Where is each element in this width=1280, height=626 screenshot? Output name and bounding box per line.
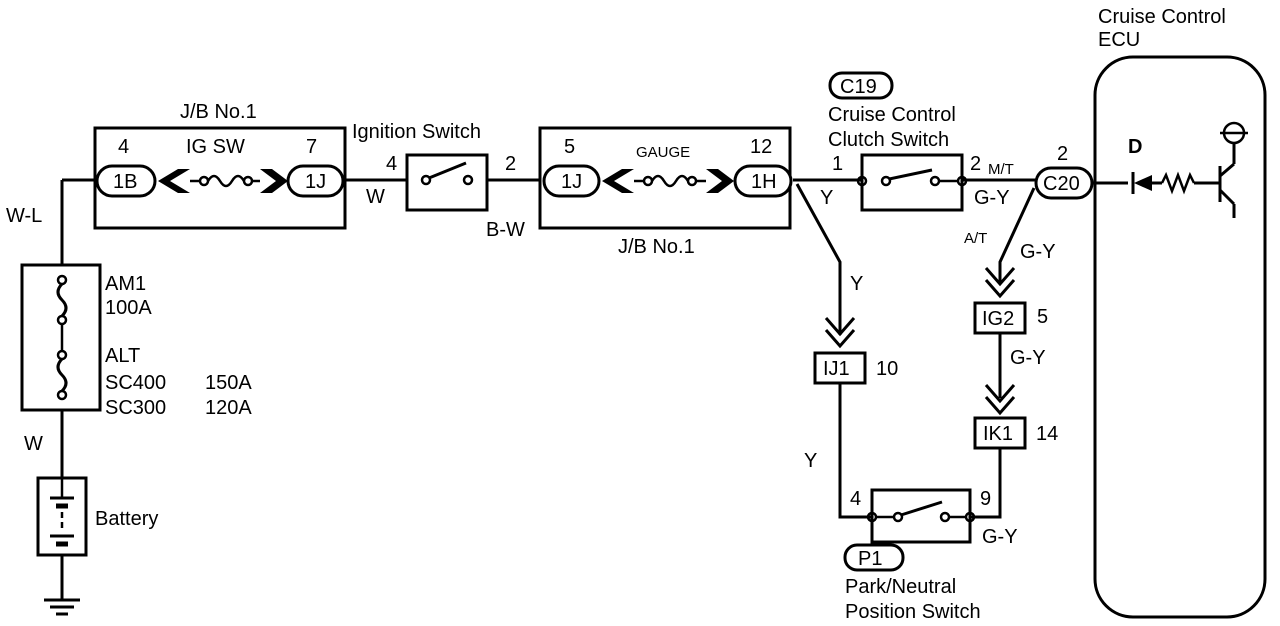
wire-y-3: Y [804, 450, 817, 472]
jb2-conn-left: 1J [561, 171, 582, 193]
clutch-switch-box [860, 153, 964, 212]
park-label-2: Position Switch [845, 601, 981, 623]
fusible-link-icon [56, 274, 68, 401]
wire-y-2: Y [850, 273, 863, 295]
jb1-connector-1b [95, 164, 157, 198]
ij1-pin: 10 [876, 358, 898, 380]
p1-pin-right: 9 [980, 488, 991, 510]
ign-switch-label: Ignition Switch [352, 121, 481, 143]
ignition-switch-icon [420, 161, 474, 186]
jb2-fuse-icon [602, 169, 734, 193]
wire-wl: W-L [6, 205, 42, 227]
sc300-rating: 120A [205, 397, 252, 419]
at-label: A/T [964, 230, 987, 247]
wire-gy-2: G-Y [1020, 241, 1056, 263]
c20-pin: 2 [1057, 143, 1068, 165]
jb1-conn-right: 1J [305, 171, 326, 193]
jb-bottom-label: J/B No.1 [618, 236, 695, 258]
connector-arrows [824, 267, 1016, 416]
park-label-1: Park/Neutral [845, 576, 956, 598]
p1-tag-box [843, 543, 905, 572]
ig2-label: IG2 [982, 308, 1014, 330]
wire-gy-1: G-Y [974, 187, 1010, 209]
ecu-box [1093, 55, 1267, 619]
ecu-title-2: ECU [1098, 29, 1140, 51]
jb2-pin-left: 5 [564, 136, 575, 158]
ik1-box [973, 416, 1027, 450]
wire-w-top: W [366, 186, 385, 208]
jb2-conn-right: 1H [751, 171, 777, 193]
jb2-connector-1j [542, 164, 601, 198]
jb2-connector-1h [733, 164, 793, 198]
sc400-rating: 150A [205, 372, 252, 394]
p1-tag: P1 [858, 548, 882, 570]
jb1-name: IG SW [186, 136, 245, 158]
ecu-title-1: Cruise Control [1098, 6, 1226, 28]
jb2-pin-right: 12 [750, 136, 772, 158]
clutch-pin-left: 1 [832, 153, 843, 175]
ignition-switch-box [405, 153, 489, 212]
am1-rating: 100A [105, 297, 152, 319]
ij1-label: IJ1 [823, 358, 850, 380]
wire-gy-4: G-Y [982, 526, 1018, 548]
c20-connector [1034, 166, 1094, 200]
wire-y-1: Y [820, 187, 833, 209]
jb1-pin-left: 4 [118, 136, 129, 158]
park-switch-icon [866, 500, 976, 523]
ik1-pin: 14 [1036, 423, 1058, 445]
am1-label: AM1 [105, 273, 146, 295]
sc300-label: SC300 [105, 397, 166, 419]
jb1-pin-right: 7 [306, 136, 317, 158]
ig2-pin: 5 [1037, 306, 1048, 328]
ik1-label: IK1 [983, 423, 1013, 445]
ig2-box [973, 301, 1027, 335]
alt-label: ALT [105, 345, 140, 367]
c19-tag-box [828, 71, 894, 100]
wire-bw: B-W [486, 219, 525, 241]
clutch-switch-label-1: Cruise Control [828, 104, 956, 126]
mt-label: M/T [988, 161, 1014, 178]
clutch-switch-icon [856, 168, 968, 187]
wire-gy-3: G-Y [1010, 347, 1046, 369]
ground-icon [44, 598, 80, 616]
c20-label: C20 [1043, 173, 1080, 195]
clutch-pin-right: 2 [970, 153, 981, 175]
ign-pin-left: 4 [386, 153, 397, 175]
sc400-label: SC400 [105, 372, 166, 394]
c19-tag: C19 [840, 76, 877, 98]
jb1-fuse-icon [158, 169, 288, 193]
ij1-box [813, 351, 867, 385]
battery-label: Battery [95, 508, 158, 530]
jb2-name: GAUGE [636, 144, 690, 161]
ecu-internal-circuit [1095, 121, 1248, 218]
clutch-switch-label-2: Clutch Switch [828, 129, 949, 151]
ecu-d-label: D [1128, 136, 1142, 158]
battery-icon [50, 478, 74, 547]
jb-top-label: J/B No.1 [180, 101, 257, 123]
p1-pin-left: 4 [850, 488, 861, 510]
jb1-conn-left: 1B [113, 171, 137, 193]
wire-w-bottom: W [24, 433, 43, 455]
ign-pin-right: 2 [505, 153, 516, 175]
